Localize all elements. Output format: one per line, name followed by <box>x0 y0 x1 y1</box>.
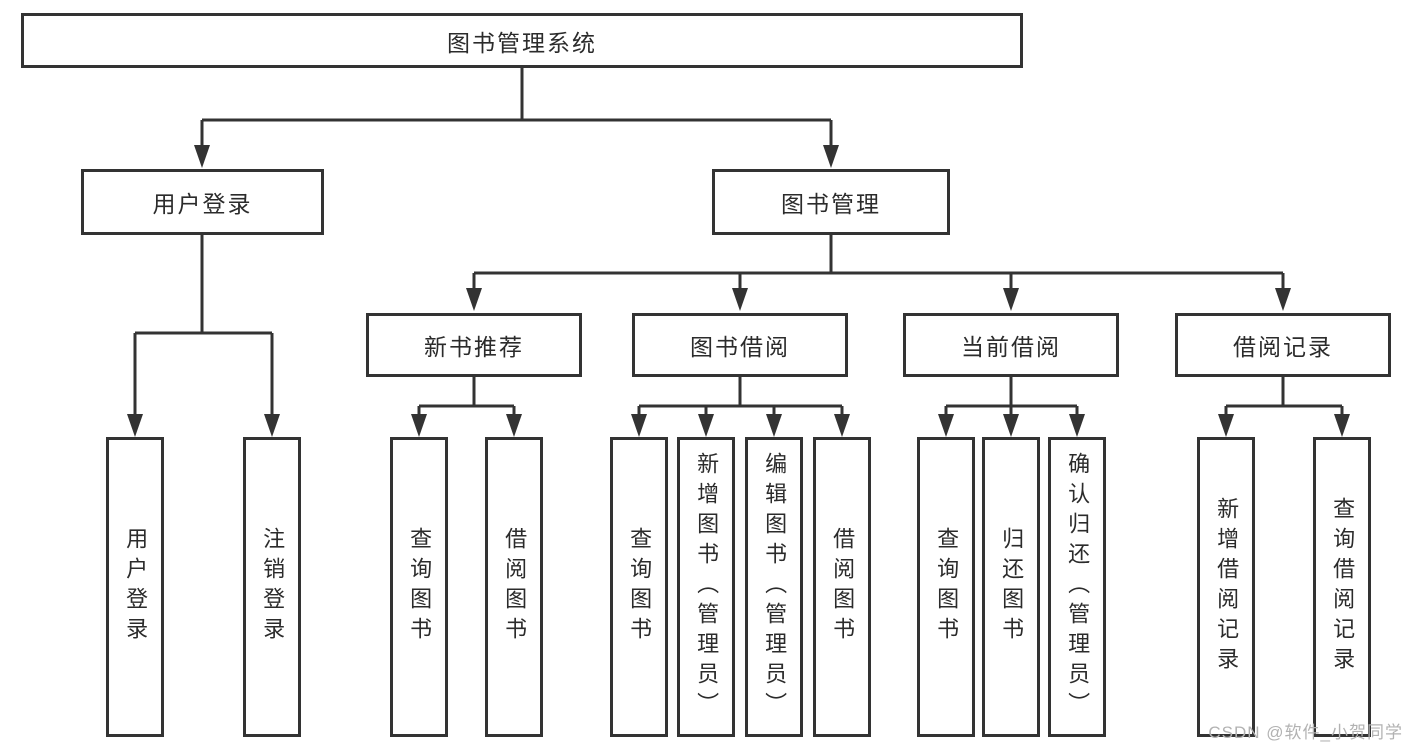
leaf-borrow-books-borrowing: 借阅图书 <box>813 437 871 737</box>
csdn-watermark: CSDN @软件_小贺同学 <box>1208 723 1403 742</box>
leaf-edit-book-admin-label: 编辑图书（管理员） <box>762 452 788 722</box>
leaf-user-login: 用户登录 <box>106 437 164 737</box>
leaf-query-books-recommend-label: 查询图书 <box>407 527 433 647</box>
node-root-label: 图书管理系统 <box>447 29 597 56</box>
leaf-query-borrow-record-label: 查询借阅记录 <box>1330 497 1356 677</box>
leaf-user-login-label: 用户登录 <box>123 527 149 647</box>
node-book-borrowing: 图书借阅 <box>632 313 848 377</box>
leaf-logout-label: 注销登录 <box>260 527 286 647</box>
leaf-return-book: 归还图书 <box>982 437 1040 737</box>
leaf-query-borrow-record: 查询借阅记录 <box>1313 437 1371 737</box>
node-book-borrowing-label: 图书借阅 <box>690 334 790 360</box>
node-borrowing-records-label: 借阅记录 <box>1233 334 1333 360</box>
leaf-logout: 注销登录 <box>243 437 301 737</box>
node-current-borrowing: 当前借阅 <box>903 313 1119 377</box>
leaf-add-book-admin-label: 新增图书（管理员） <box>694 452 720 722</box>
leaf-return-book-label: 归还图书 <box>999 527 1025 647</box>
leaf-add-borrow-record-label: 新增借阅记录 <box>1214 497 1240 677</box>
leaf-query-books-current: 查询图书 <box>917 437 975 737</box>
leaf-query-books-borrowing: 查询图书 <box>610 437 668 737</box>
node-new-book-recommendation: 新书推荐 <box>366 313 582 377</box>
leaf-add-book-admin: 新增图书（管理员） <box>677 437 735 737</box>
leaf-query-books-recommend: 查询图书 <box>390 437 448 737</box>
leaf-add-borrow-record: 新增借阅记录 <box>1197 437 1255 737</box>
node-user-login-label: 用户登录 <box>152 191 253 217</box>
leaf-confirm-return-admin-label: 确认归还（管理员） <box>1065 452 1091 722</box>
leaf-confirm-return-admin: 确认归还（管理员） <box>1048 437 1106 737</box>
node-borrowing-records: 借阅记录 <box>1175 313 1391 377</box>
node-new-book-recommendation-label: 新书推荐 <box>424 334 524 360</box>
leaf-query-books-borrowing-label: 查询图书 <box>627 527 653 647</box>
leaf-borrow-books-recommend: 借阅图书 <box>485 437 543 737</box>
node-root: 图书管理系统 <box>21 13 1023 68</box>
leaf-borrow-books-recommend-label: 借阅图书 <box>502 527 528 647</box>
node-user-login: 用户登录 <box>81 169 324 235</box>
node-current-borrowing-label: 当前借阅 <box>961 334 1061 360</box>
leaf-edit-book-admin: 编辑图书（管理员） <box>745 437 803 737</box>
leaf-borrow-books-borrowing-label: 借阅图书 <box>830 527 856 647</box>
leaf-query-books-current-label: 查询图书 <box>934 527 960 647</box>
node-book-management-label: 图书管理 <box>781 191 881 217</box>
node-book-management: 图书管理 <box>712 169 950 235</box>
